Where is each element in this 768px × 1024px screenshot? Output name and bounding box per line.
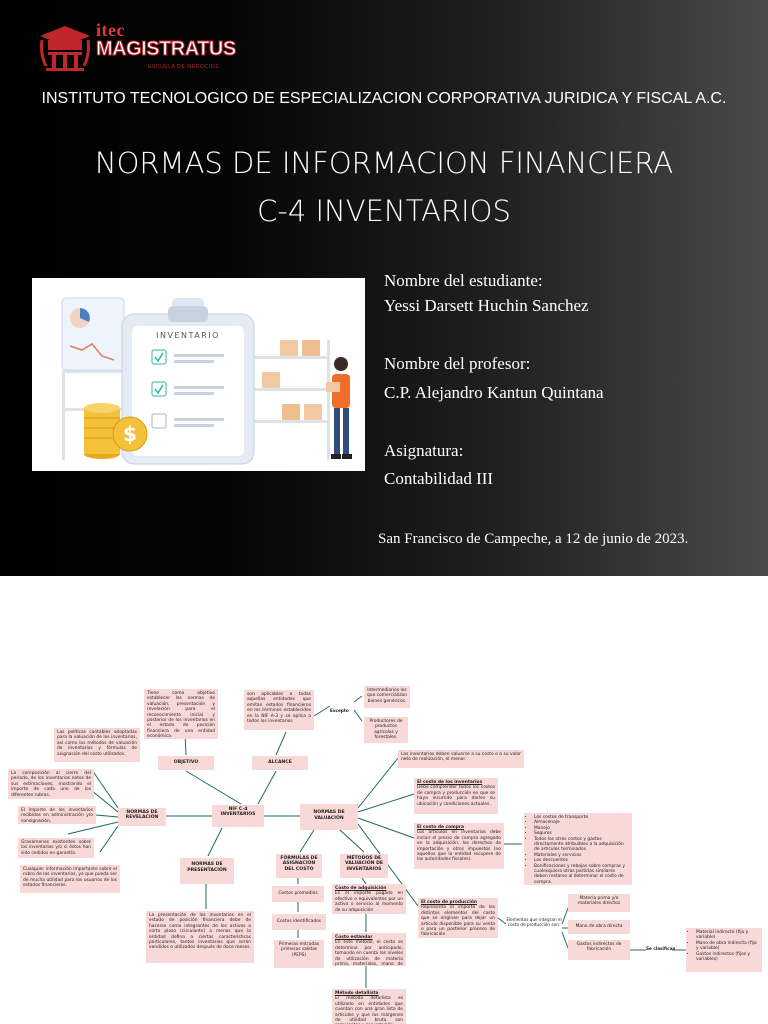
compra-list-item: Almacenaje [534,820,629,825]
itec-magistratus-logo: itec MAGISTRATUS ESCUELA DE NEGOCIOS [38,18,238,76]
excepto-item-2: Productores de productos agrícolas y for… [364,717,408,743]
logo-itec-text: itec [96,20,125,40]
gastos-list-item: Gastos indirectos (fijos y variables) [696,952,759,963]
compra-list: Los costos de transporte Almacenaje Mane… [527,815,629,885]
metodos-node: MÉTODOS DE VALUACIÓN DE INVENTARIOS [340,854,388,878]
metodo-2-text: En este método, el costo se determina po… [335,940,403,966]
metodo-3-text: El método detallista es utilizado en ent… [335,996,403,1024]
valuacion-item-1: Los inventarios deben valuarse a su cost… [398,750,524,768]
produccion-heading: El costo de producción [421,900,478,905]
revelacion-item-2: La composición al cierre del periodo, de… [8,769,94,799]
gastos-list-box: Material indirecto (fijo y variable) Man… [686,928,762,972]
gastos-list-item: Material indirecto (fijo y variable) [696,930,759,941]
costo-inventarios: El costo de los inventarios Debe compren… [414,778,498,814]
produccion-text: Representa el importe de los distintos e… [421,905,495,938]
metodo-2: Costo estándar En este método, el costo … [332,933,406,966]
metodo-3: Método detallista El método detallista e… [332,989,406,1024]
compra-heading: El costo de compra [417,825,465,830]
excepto-label: Excepto [330,708,349,713]
subject-label: Asignatura: [384,441,464,460]
elementos-label: Elementos que integran el costo de produ… [506,917,562,927]
revelacion-item-3: El importe de los inventarios recibidos … [18,806,96,824]
materia-prima-node: Materia prima y/o materiales directos [568,894,630,912]
metodo-1-text: Es el importe pagado en efectivo o equiv… [335,891,403,913]
compra-list-item: Manejo [534,826,629,831]
gastos-indirectos-node: Gastos indirectos de fabricación [568,940,630,960]
coins-icon: $ [84,403,148,459]
logo-name-text: MAGISTRATUS [96,38,237,61]
mano-obra-node: Mano de obra directa [568,920,630,934]
compra-list-item: Los costos de transporte [534,815,629,820]
document-title: NORMAS DE INFORMACION FINANCIERA [94,146,674,180]
objetivo-node: OBJETIVO [158,756,214,770]
inventory-illustration: INVENTARIO [32,278,365,471]
presentacion-node: NORMAS DE PRESENTACIÓN [180,858,234,884]
compra-list-item: Materiales y servicios [534,853,629,858]
student-name: Yessi Darsett Huchin Sanchez [384,296,589,315]
revelacion-item-4: Gravámenes existentes sobre los inventar… [18,838,94,858]
graduation-cap-logo-icon [40,26,90,71]
student-label: Nombre del estudiante: [384,271,543,290]
compra-list-item: Todos los otros costos y gastos directam… [534,837,629,853]
revelacion-item-5: Cualquier información importante sobre e… [20,865,120,893]
logo-tagline: ESCUELA DE NEGOCIOS [148,64,220,70]
costo-compra: El costo de compra Los artículos en inve… [414,823,504,869]
formula-item-1: Costos promedios [272,886,324,902]
formula-item-2: Costos identificados [272,914,326,930]
metodo-3-heading: Método detallista [335,991,379,996]
costo-text: Debe comprender todos los costos de comp… [417,785,495,807]
formulas-node: FÓRMULAS DE ASIGNACIÓN DEL COSTO [276,854,322,878]
svg-text:$: $ [123,422,137,446]
teacher-label: Nombre del profesor: [384,354,531,373]
gastos-list-item: Mano de obra indirecta (fija y variable) [696,941,759,952]
alcance-node: ALCANCE [252,756,308,770]
valuacion-node: NORMAS DE VALUACIÓN [300,804,358,830]
document-subtitle: C-4 INVENTARIOS [257,194,511,228]
objetivo-text: Tiene como objetivo establecer las norma… [144,689,218,739]
compra-text: Los artículos en inventarios debe inclui… [417,830,501,863]
gastos-list: Material indirecto (fijo y variable) Man… [689,930,759,962]
costo-heading: El costo de los inventarios [417,780,483,785]
alcance-text: son aplicables a todas aquellas entidade… [244,690,314,730]
se-clasifican-label: Se clasifican [646,946,676,951]
subject-name: Contabilidad III [384,469,494,488]
formula-item-3: Primeras entradas primeras salidas (PEPS… [274,940,324,968]
compra-list-item: Seguros [534,831,629,836]
connector-lines [67,695,686,988]
revelacion-node: NORMAS DE REVELACIÓN [118,808,166,826]
compra-list-box: Los costos de transporte Almacenaje Mane… [524,813,632,885]
inventario-board-label: INVENTARIO [156,331,220,340]
compra-list-item: Bonificaciones y rebajas sobre compras y… [534,864,629,885]
revelacion-item-1: Las políticas contables adoptadas para l… [54,728,140,762]
metodo-1-heading: Costo de adquisición [335,886,387,891]
cover-page: itec MAGISTRATUS ESCUELA DE NEGOCIOS INS… [0,0,768,576]
boxes-icon [262,340,322,420]
metodo-1: Costo de adquisición Es el importe pagad… [332,884,406,914]
clipboard-icon: INVENTARIO [121,306,255,465]
mind-map: Tiene como objetivo establecer las norma… [0,576,768,1024]
costo-produccion: El costo de producción Representa el imp… [418,898,498,938]
place-and-date: San Francisco de Campeche, a 12 de junio… [378,531,689,547]
center-node: NIF C-4 INVENTARIOS [212,805,264,827]
warehouse-worker-icon [326,357,352,459]
metodo-2-heading: Costo estándar [335,935,373,940]
compra-list-item: Los descuentos [534,858,629,863]
institution-name: INSTITUTO TECNOLOGICO DE ESPECIALIZACION… [41,90,727,107]
presentacion-text: La presentación de los inventarios en el… [146,911,254,963]
teacher-name: C.P. Alejandro Kantun Quintana [384,383,604,402]
excepto-item-1: Intermediarios los que comercializan bie… [364,686,410,708]
report-chart-icon [61,297,125,371]
